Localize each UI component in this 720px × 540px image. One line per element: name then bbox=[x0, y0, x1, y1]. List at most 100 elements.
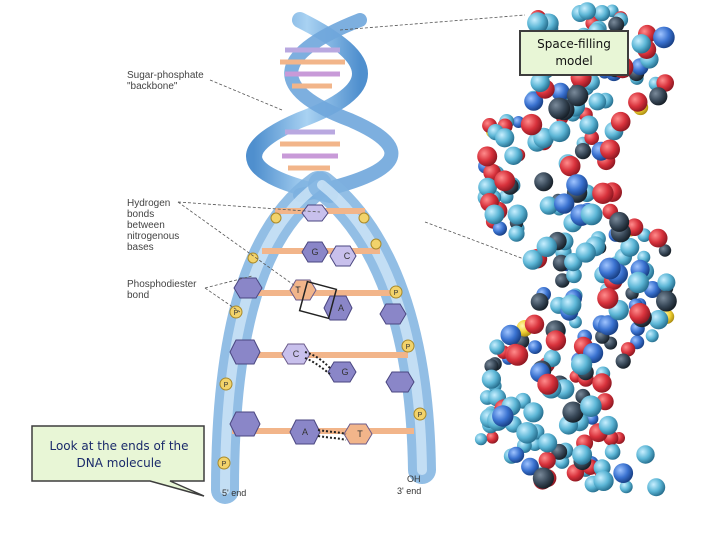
atom-sphere bbox=[500, 324, 522, 346]
atom-sphere bbox=[533, 127, 554, 149]
base-letter-t-upper: T bbox=[295, 285, 301, 295]
atom-sphere bbox=[598, 315, 619, 336]
atom-sphere bbox=[484, 204, 505, 225]
base-letter-c-mid: C bbox=[293, 349, 300, 359]
atom-sphere bbox=[521, 457, 539, 476]
atom-sphere bbox=[530, 293, 549, 311]
atom-sphere bbox=[628, 92, 648, 112]
atom-sphere bbox=[571, 353, 593, 375]
atom-sphere bbox=[506, 344, 529, 366]
atom-sphere bbox=[597, 287, 619, 309]
atom-sphere bbox=[649, 87, 668, 106]
base-letter-a-upper: A bbox=[338, 303, 344, 313]
atom-sphere bbox=[647, 478, 666, 497]
base-letter-g-top: G bbox=[311, 247, 318, 257]
callout-look-at-ends: Look at the ends of the DNA molecule bbox=[49, 439, 189, 470]
atom-sphere bbox=[520, 113, 543, 136]
space-filling-model bbox=[474, 2, 677, 497]
leader-sugar-phosphate bbox=[209, 79, 283, 111]
atom-sphere bbox=[627, 271, 649, 294]
phosphate-label-p2: P bbox=[224, 382, 229, 389]
atom-sphere bbox=[507, 204, 528, 225]
atom-sphere bbox=[629, 302, 651, 324]
atom-sphere bbox=[593, 5, 611, 22]
atom-sphere bbox=[562, 401, 584, 423]
atom-sphere bbox=[508, 225, 525, 242]
atom-sphere bbox=[574, 143, 592, 160]
leader-space-filling-top bbox=[339, 14, 526, 31]
label-five-prime-end: 5' end bbox=[222, 488, 247, 498]
atom-sphere bbox=[653, 26, 675, 49]
atom-sphere bbox=[539, 196, 559, 215]
atom-sphere bbox=[555, 273, 570, 288]
atom-sphere bbox=[578, 2, 596, 20]
atom-sphere bbox=[492, 405, 514, 427]
atom-sphere bbox=[598, 415, 618, 435]
atom-sphere bbox=[572, 444, 593, 465]
callout-bubble-ends bbox=[31, 425, 205, 497]
helix-top bbox=[246, 12, 399, 203]
atom-sphere bbox=[604, 444, 621, 460]
atom-sphere bbox=[579, 115, 599, 135]
atom-sphere bbox=[600, 139, 620, 160]
atom-sphere bbox=[656, 290, 677, 312]
atom-sphere bbox=[532, 467, 555, 489]
atom-sphere bbox=[636, 445, 655, 464]
callout-space-filling-model: Space-filling model bbox=[519, 30, 629, 76]
label-hydrogen-bonds: Hydrogen bonds between nitrogenous bases bbox=[127, 198, 180, 253]
base-letter-t-lower: T bbox=[357, 429, 363, 439]
atom-sphere bbox=[548, 120, 571, 143]
leader-phospho-1 bbox=[204, 287, 241, 313]
base-letter-g-mid: G bbox=[341, 367, 348, 377]
atom-sphere bbox=[489, 339, 505, 355]
atom-sphere bbox=[608, 16, 625, 33]
atom-sphere bbox=[516, 422, 538, 444]
atom-sphere bbox=[554, 193, 575, 214]
atom-sphere bbox=[619, 480, 633, 494]
atom-sphere bbox=[538, 433, 558, 453]
atom-sphere bbox=[566, 174, 588, 196]
atom-sphere bbox=[598, 257, 621, 280]
atom-sphere bbox=[524, 314, 545, 334]
atom-sphere bbox=[507, 446, 525, 463]
atom-sphere bbox=[486, 431, 499, 444]
phosphate-label-p6: P bbox=[418, 412, 423, 419]
helix-unwound bbox=[211, 171, 436, 504]
atom-sphere bbox=[559, 155, 581, 177]
atom-sphere bbox=[534, 172, 554, 192]
label-sugar-phosphate-backbone: Sugar-phosphate "backbone" bbox=[127, 70, 204, 92]
base-letter-c-top: C bbox=[344, 251, 351, 261]
atom-sphere bbox=[522, 249, 543, 270]
atom-sphere bbox=[656, 74, 674, 92]
atom-sphere bbox=[580, 203, 603, 226]
atom-sphere bbox=[477, 146, 498, 167]
atom-sphere bbox=[478, 177, 497, 197]
phosphate-label-p4: P bbox=[394, 290, 399, 297]
atom-sphere bbox=[588, 92, 607, 111]
leader-hydrogen-1 bbox=[177, 201, 321, 213]
leader-space-filling-bottom bbox=[424, 221, 541, 266]
label-phosphodiester-bond: Phosphodiester bond bbox=[127, 279, 197, 301]
atom-sphere bbox=[560, 294, 582, 316]
atom-sphere bbox=[548, 97, 571, 120]
atom-sphere bbox=[615, 353, 631, 369]
atom-sphere bbox=[648, 228, 668, 248]
atom-sphere bbox=[474, 433, 488, 446]
atom-sphere bbox=[536, 236, 557, 257]
base-pairs bbox=[229, 204, 415, 445]
atom-sphere bbox=[523, 402, 544, 423]
atom-sphere bbox=[524, 91, 544, 111]
atom-sphere bbox=[657, 273, 676, 292]
label-oh: OH bbox=[407, 474, 421, 484]
atom-sphere bbox=[551, 82, 570, 101]
label-three-prime-end: 3' end bbox=[397, 486, 422, 496]
atom-sphere bbox=[631, 34, 651, 54]
atom-sphere bbox=[492, 221, 507, 236]
atom-sphere bbox=[610, 111, 631, 132]
atom-sphere bbox=[592, 373, 612, 393]
atom-sphere bbox=[484, 359, 499, 374]
phosphate-groups bbox=[217, 212, 427, 470]
atom-sphere bbox=[528, 340, 542, 354]
atom-sphere bbox=[620, 342, 636, 357]
